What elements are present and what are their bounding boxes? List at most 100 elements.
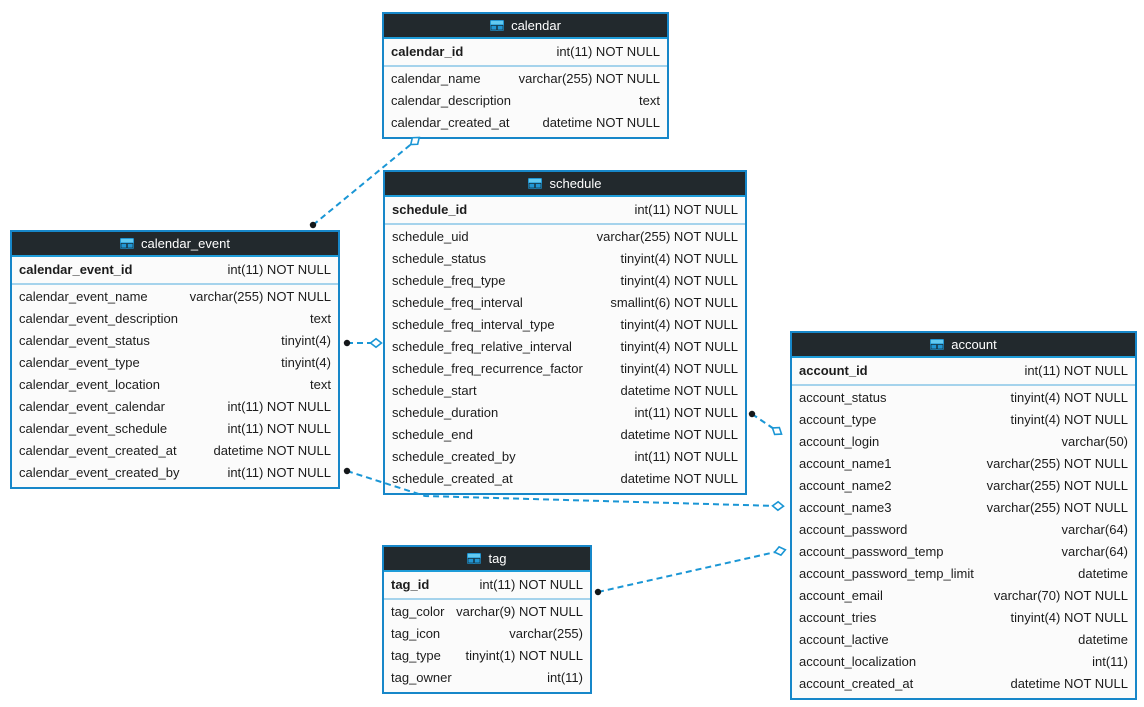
field-name: tag_owner bbox=[391, 670, 452, 685]
table-header-schedule[interactable]: schedule bbox=[385, 172, 745, 197]
connector-diamond-end bbox=[773, 545, 787, 557]
table-icon bbox=[930, 339, 945, 350]
field-name: tag_icon bbox=[391, 626, 441, 641]
field-name: schedule_created_by bbox=[392, 449, 516, 464]
field-name: calendar_event_location bbox=[19, 377, 160, 392]
field-name: calendar_event_type bbox=[19, 355, 140, 370]
field-name: schedule_freq_type bbox=[392, 273, 506, 288]
field-type: text bbox=[639, 93, 660, 108]
table-header-account[interactable]: account bbox=[792, 333, 1135, 358]
table-header-calendar_event[interactable]: calendar_event bbox=[12, 232, 338, 257]
field-name: calendar_event_status bbox=[19, 333, 150, 348]
relationship-line[interactable] bbox=[751, 413, 778, 432]
field-name: tag_type bbox=[391, 648, 441, 663]
relationship-line[interactable] bbox=[597, 550, 781, 593]
field-name: calendar_event_name bbox=[19, 289, 148, 304]
field-name: calendar_event_created_by bbox=[19, 465, 180, 480]
field-name: account_password_temp bbox=[799, 544, 944, 559]
field-name: calendar_event_schedule bbox=[19, 421, 168, 436]
field-row-calendar_event_description[interactable]: calendar_event_description text bbox=[12, 308, 338, 330]
table-title: calendar_event bbox=[141, 236, 230, 251]
field-type: tinyint(4) NOT NULL bbox=[620, 317, 738, 332]
field-name: calendar_created_at bbox=[391, 115, 510, 130]
table-header-tag[interactable]: tag bbox=[384, 547, 590, 572]
field-name: account_status bbox=[799, 390, 887, 405]
relationship-schedule-account[interactable] bbox=[748, 410, 784, 438]
field-type: tinyint(4) NOT NULL bbox=[620, 251, 738, 266]
field-name: calendar_event_description bbox=[19, 311, 178, 326]
relationship-calendar_event-schedule[interactable] bbox=[343, 337, 383, 349]
field-row-tag_type[interactable]: tag_type tinyint(1) NOT NULL bbox=[384, 645, 590, 667]
field-type: datetime NOT NULL bbox=[1010, 676, 1128, 691]
relationship-tag-account[interactable] bbox=[594, 545, 787, 596]
field-type: varchar(255) NOT NULL bbox=[596, 229, 738, 244]
field-type: varchar(9) NOT NULL bbox=[456, 604, 583, 619]
field-name: calendar_event_created_at bbox=[19, 443, 177, 458]
field-name: schedule_end bbox=[392, 427, 473, 442]
field-type: tinyint(4) NOT NULL bbox=[620, 361, 738, 376]
field-name: tag_id bbox=[391, 577, 430, 592]
table-title: tag bbox=[488, 551, 507, 566]
field-type: text bbox=[310, 311, 331, 326]
field-type: tinyint(1) NOT NULL bbox=[465, 648, 583, 663]
field-type: int(11) NOT NULL bbox=[1024, 363, 1128, 378]
field-name: account_login bbox=[799, 434, 880, 449]
field-name: schedule_status bbox=[392, 251, 486, 266]
field-name: account_tries bbox=[799, 610, 877, 625]
field-row-schedule_status[interactable]: schedule_status tinyint(4) NOT NULL bbox=[385, 248, 745, 270]
table-header-calendar[interactable]: calendar bbox=[384, 14, 667, 39]
